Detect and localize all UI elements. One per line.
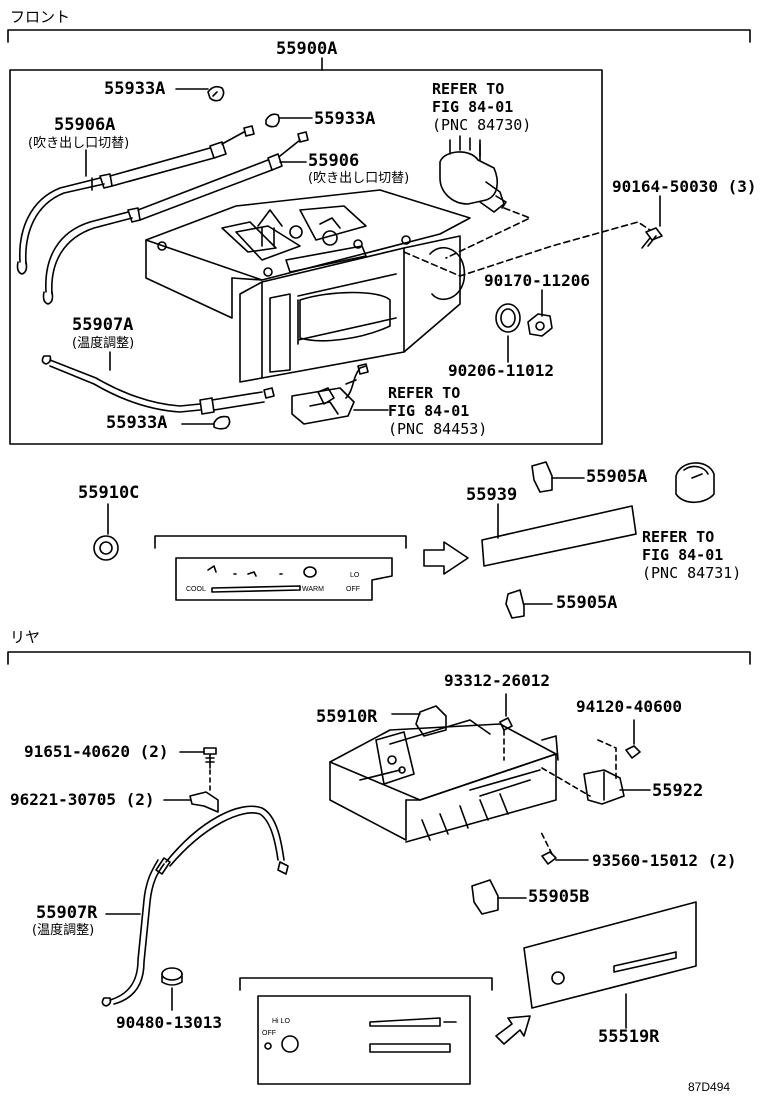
screw-icon <box>499 717 513 731</box>
panel-text-hi-lo: Hi LO <box>272 1018 290 1025</box>
trim-strip <box>481 505 637 567</box>
rear-bracket <box>7 651 751 665</box>
fan-knob-icon <box>675 462 715 504</box>
refer-pnc: (PNC 84731) <box>642 564 742 582</box>
nut-icon <box>625 745 641 759</box>
part-number-55910c: 55910C <box>78 483 140 503</box>
part-number-93560: 93560-15012 (2) <box>592 851 737 870</box>
part-number-55900a: 55900A <box>276 39 338 59</box>
part-note-55906: (吹き出し口切替) <box>308 171 410 186</box>
dashed-leader <box>503 729 617 855</box>
part-number-94120: 94120-40600 <box>576 697 682 716</box>
part-number-55933a: 55933A <box>104 79 166 99</box>
part-number-55519r: 55519R <box>598 1027 660 1047</box>
direction-arrow <box>495 1015 531 1045</box>
knob-cap-icon <box>531 461 553 493</box>
refer-figure: FIG 84-01 <box>388 402 470 420</box>
washer-icon <box>495 303 521 333</box>
rear-control-unit <box>329 705 559 843</box>
screw-icon <box>541 851 557 865</box>
cable-55907r <box>101 805 289 1007</box>
knob-cap-icon <box>471 879 499 915</box>
clamp-icon <box>189 791 219 813</box>
bolt-icon <box>641 227 663 249</box>
nut-icon <box>527 313 553 337</box>
refer-line: REFER TO <box>642 528 715 546</box>
dashed-leader <box>403 207 651 277</box>
cable-55906 <box>42 131 309 305</box>
rear-plate <box>523 901 697 1009</box>
part-number-90480: 90480-13013 <box>116 1013 222 1032</box>
section-title-front: フロント <box>10 8 71 26</box>
knob-icon <box>93 535 119 561</box>
fan-switch-icon <box>291 363 369 425</box>
section-title-rear: リヤ <box>10 628 41 646</box>
panel-text-off: OFF <box>262 1030 276 1037</box>
part-note-55907a: (温度調整) <box>72 336 135 351</box>
part-number-55907r: 55907R <box>36 903 98 923</box>
panel-bracket <box>154 535 407 549</box>
part-number-55939: 55939 <box>466 485 518 505</box>
refer-pnc: (PNC 84730) <box>432 116 532 134</box>
bracket-icon <box>583 769 625 805</box>
refer-figure: FIG 84-01 <box>642 546 724 564</box>
part-number-90170: 90170-11206 <box>484 271 590 290</box>
part-number-55910r: 55910R <box>316 707 378 727</box>
clip-icon <box>213 415 231 430</box>
part-number-96221: 96221-30705 (2) <box>10 790 155 809</box>
panel-bracket <box>239 977 493 991</box>
part-number-55907a: 55907A <box>72 315 134 335</box>
front-control-panel <box>175 557 393 601</box>
part-number-55933a: 55933A <box>314 109 376 129</box>
panel-text-cool: COOL <box>186 586 206 593</box>
cable-55907a <box>41 355 275 415</box>
refer-note-84730: REFER TO FIG 84-01 (PNC 84730) <box>432 80 531 134</box>
part-number-55933a: 55933A <box>106 413 168 433</box>
front-bracket <box>7 29 751 43</box>
cable-55906a <box>16 125 255 275</box>
part-number-91651: 91651-40620 (2) <box>24 742 169 761</box>
part-number-55905b: 55905B <box>528 887 590 907</box>
knob-cap-icon <box>505 589 525 619</box>
part-number-55906: 55906 <box>308 151 360 171</box>
refer-pnc: (PNC 84453) <box>388 420 488 438</box>
direction-arrow <box>423 541 469 575</box>
rear-control-panel <box>257 995 471 1085</box>
part-number-90206: 90206-11012 <box>448 361 554 380</box>
part-note-55906a: (吹き出し口切替) <box>28 136 130 151</box>
refer-note-84731: REFER TO FIG 84-01 (PNC 84731) <box>642 528 741 582</box>
part-number-90164: 90164-50030 (3) <box>612 177 757 196</box>
panel-text-lo: LO <box>350 572 360 579</box>
blower-switch-icon <box>439 135 507 213</box>
part-number-55905a: 55905A <box>556 593 618 613</box>
clip-icon <box>207 85 225 102</box>
illustration-code: 87D494 <box>688 1080 731 1094</box>
clip-icon <box>265 113 280 128</box>
panel-text-off: OFF <box>346 586 360 593</box>
refer-note-84453: REFER TO FIG 84-01 (PNC 84453) <box>388 384 487 438</box>
part-number-55922: 55922 <box>652 781 704 801</box>
heater-control-body <box>145 189 471 383</box>
panel-text-warm: WARM <box>302 586 324 593</box>
refer-line: REFER TO <box>388 384 461 402</box>
refer-figure: FIG 84-01 <box>432 98 514 116</box>
part-number-93312: 93312-26012 <box>444 671 550 690</box>
grommet-icon <box>161 967 183 986</box>
part-note-55907r: (温度調整) <box>32 923 95 938</box>
part-number-55905a: 55905A <box>586 467 648 487</box>
bolt-icon <box>203 747 217 769</box>
assembly-box <box>9 69 603 445</box>
refer-line: REFER TO <box>432 80 505 98</box>
part-number-55906a: 55906A <box>54 115 116 135</box>
